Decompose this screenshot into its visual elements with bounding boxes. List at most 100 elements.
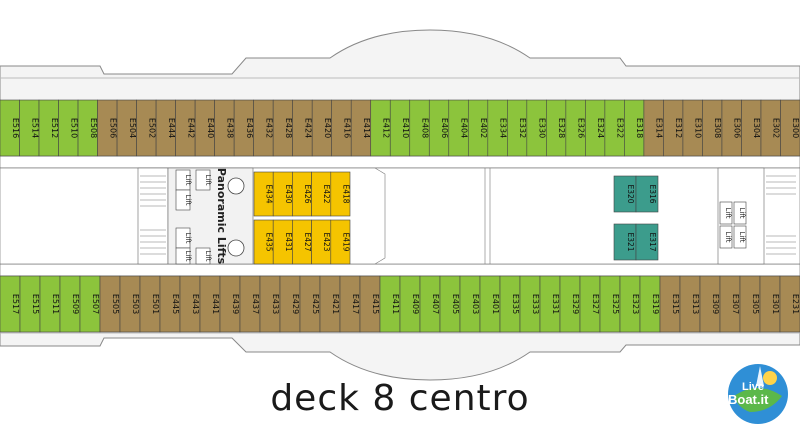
cabin-label: E330	[538, 118, 547, 138]
cabin-label: E432	[264, 118, 273, 138]
cabin-label: E423	[322, 232, 331, 251]
cabin-label: E326	[577, 118, 586, 138]
cabin-label: E434	[265, 184, 274, 203]
cabin-label: E501	[151, 294, 160, 314]
cabin-label: E322	[616, 118, 625, 138]
cabin-label: E314	[655, 118, 664, 138]
cabin-label: E431	[284, 232, 293, 251]
cabin-label: E422	[322, 184, 331, 203]
cabin-label: E307	[731, 294, 740, 314]
right-lift-group: Lift Lift Lift Lift	[717, 167, 796, 265]
lift-label: Lift	[184, 175, 192, 186]
cabin-label: E416	[342, 118, 351, 138]
cabin-label: E323	[631, 294, 640, 314]
cabin-label: E403	[471, 294, 480, 314]
cabin-label: E435	[265, 232, 274, 251]
logo-text-top: Live	[742, 381, 764, 393]
cabin-label: E300	[791, 118, 800, 138]
cabin-label: E310	[694, 118, 703, 138]
cabin-label: E333	[531, 294, 540, 314]
cabin-label: E424	[303, 118, 312, 138]
cabin-label: E426	[303, 184, 312, 203]
cabin-label: E309	[711, 294, 720, 314]
cabin-label: E430	[284, 184, 293, 203]
cabin-label: E439	[231, 294, 240, 314]
cabin-label: E436	[245, 118, 254, 138]
center-area	[0, 167, 800, 265]
cabin-label: E442	[186, 118, 195, 138]
cabin-label: E412	[381, 118, 390, 138]
panoramic-lifts-label: Panoramic Lifts	[215, 168, 228, 265]
cabin-label: E409	[411, 294, 420, 314]
cabin-label: E308	[713, 118, 722, 138]
cabin-label: E417	[351, 294, 360, 314]
cabin-label: E443	[191, 294, 200, 314]
cabin-e231	[779, 275, 800, 333]
cabin-label: E312	[674, 118, 683, 138]
cabin-label: E503	[131, 294, 140, 314]
cabin-label: E418	[341, 184, 350, 203]
cabin-label: E319	[651, 294, 660, 314]
cabin-label: E419	[341, 232, 350, 251]
cabin-label: E334	[499, 118, 508, 138]
cabin-label: E321	[626, 232, 635, 251]
cabin-label: E510	[69, 118, 78, 138]
cabin-label: E438	[225, 118, 234, 138]
liveboat-logo: Live Boat.it	[728, 364, 788, 424]
cabin-e419	[330, 219, 351, 265]
cabin-label: E441	[211, 294, 220, 314]
cabin-label: E404	[460, 118, 469, 138]
lift-label: Lift	[184, 233, 192, 244]
cabin-label: E317	[648, 232, 657, 251]
cabin-label: E425	[311, 294, 320, 314]
cabin-label: E231	[791, 294, 800, 314]
cabin-e317	[635, 223, 659, 261]
cabin-label: E328	[557, 118, 566, 138]
cabin-label: E331	[551, 294, 560, 314]
cabin-label: E504	[128, 118, 137, 138]
corridor-bottom	[0, 263, 800, 277]
cabin-label: E444	[167, 118, 176, 138]
cabin-label: E429	[291, 294, 300, 314]
cabin-label: E506	[108, 118, 117, 138]
cabin-label: E516	[11, 118, 20, 138]
lift-label: Lift	[724, 208, 732, 219]
cabin-label: E325	[611, 294, 620, 314]
lift-label: Lift	[184, 195, 192, 206]
cabin-label: E332	[518, 118, 527, 138]
cabin-label: E514	[30, 118, 39, 138]
cabin-label: E420	[323, 118, 332, 138]
cabin-label: E304	[752, 118, 761, 138]
cabin-label: E515	[31, 294, 40, 314]
cabin-label: E306	[733, 118, 742, 138]
center-divider	[374, 167, 491, 265]
cabin-label: E509	[71, 294, 80, 314]
cabin-label: E505	[111, 294, 120, 314]
cabin-label: E437	[251, 294, 260, 314]
cabin-label: E433	[271, 294, 280, 314]
lift-label: Lift	[724, 232, 732, 243]
left-stairwell	[137, 167, 169, 265]
cabin-label: E302	[772, 118, 781, 138]
cabin-label: E315	[671, 294, 680, 314]
cabin-e418	[330, 171, 351, 217]
cabin-label: E440	[206, 118, 215, 138]
cabin-label: E320	[626, 184, 635, 203]
panoramic-lift-lobby: Lift Lift Lift Lift Lift Lift Panoramic …	[167, 167, 254, 265]
cabin-label: E401	[491, 294, 500, 314]
cabin-label: E408	[421, 118, 430, 138]
logo-text-bottom: Boat.it	[728, 392, 769, 407]
cabin-label: E316	[648, 184, 657, 203]
cabin-label: E305	[751, 294, 760, 314]
cabin-label: E427	[303, 232, 312, 251]
cabin-label: E428	[284, 118, 293, 138]
lift-label: Lift	[738, 232, 746, 243]
cabin-label: E445	[171, 294, 180, 314]
cabin-label: E402	[479, 118, 488, 138]
lift-label: Lift	[738, 208, 746, 219]
